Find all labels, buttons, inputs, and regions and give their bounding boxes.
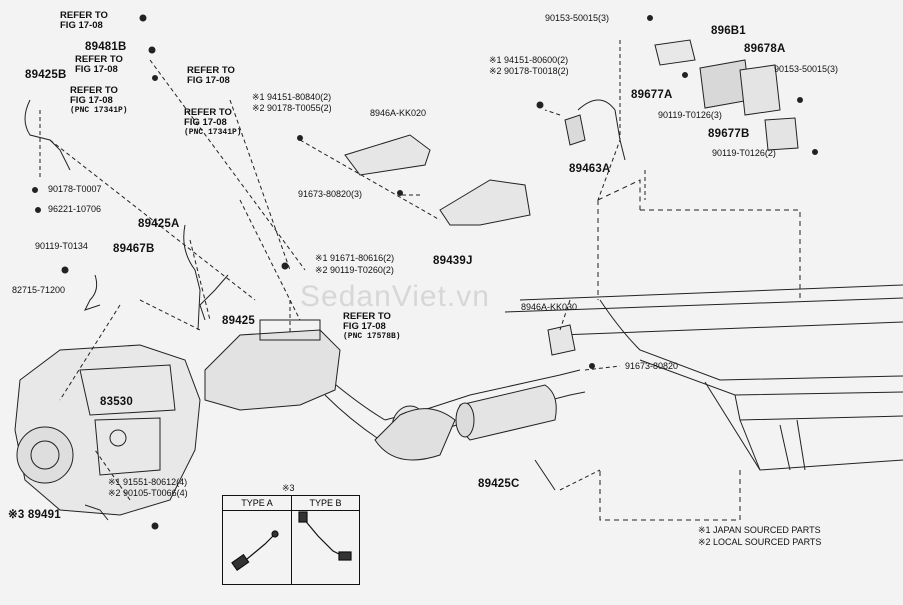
type-table-title: ※3 xyxy=(282,483,295,493)
part-label-90105-T0066: ※2 90105-T0066(4) xyxy=(108,488,188,498)
part-label-90153-50015-3-right: 90153-50015(3) xyxy=(774,64,839,74)
refer-fig: FIG 17-08 xyxy=(187,75,230,86)
part-label-91673-80820: 91673-80820 xyxy=(625,361,679,371)
part-label-89677B: 89677B xyxy=(708,128,750,140)
part-label-91673-80820-3: 91673-80820(3) xyxy=(298,189,363,199)
note-marker-3: ※3 xyxy=(8,509,25,521)
refer-fig: FIG 17-08 xyxy=(184,117,227,128)
refer-text: REFER TO xyxy=(343,311,391,322)
part-label-89481B: 89481B xyxy=(85,41,127,53)
part-label-8946A-KK030: 8946A-KK030 xyxy=(521,302,578,312)
part-label-94151-80840: ※1 94151-80840(2) xyxy=(252,92,332,102)
part-label-90119-T0134: 90119-T0134 xyxy=(35,241,88,251)
part-label-90153-50015-3-top: 90153-50015(3) xyxy=(545,13,610,23)
note-japan-sourced: ※1 JAPAN SOURCED PARTS xyxy=(698,525,821,535)
type-a-header: TYPE A xyxy=(223,496,291,511)
part-label-89467B: 89467B xyxy=(113,243,155,255)
refer-text: REFER TO xyxy=(75,54,123,65)
note-local-sourced: ※2 LOCAL SOURCED PARTS xyxy=(698,537,822,547)
part-label-89677A: 89677A xyxy=(631,89,673,101)
part-label-89463A: 89463A xyxy=(569,163,611,175)
part-label-89491: ※3 89491 xyxy=(8,509,61,521)
part-label-90119-T0260: ※2 90119-T0260(2) xyxy=(315,265,394,275)
refer-text: REFER TO xyxy=(70,85,118,96)
type-table-divider xyxy=(291,496,292,584)
part-label-91671-80616: ※1 91671-80616(2) xyxy=(315,253,395,263)
refer-pnc: (PNC 17341P) xyxy=(70,106,128,115)
part-label-89425: 89425 xyxy=(222,315,255,327)
part-label-89425B: 89425B xyxy=(25,69,67,81)
refer-fig: FIG 17-08 xyxy=(75,64,118,75)
part-label-91551-80612: ※1 91551-80612(4) xyxy=(108,477,188,487)
part-label-94151-80600: ※1 94151-80600(2) xyxy=(489,55,569,65)
refer-fig: FIG 17-08 xyxy=(70,95,113,106)
part-label-89439J: 89439J xyxy=(433,255,473,267)
part-label-90119-T0126-2: 90119-T0126(2) xyxy=(712,148,776,158)
part-label-89425C: 89425C xyxy=(478,478,520,490)
refer-fig: FIG 17-08 xyxy=(343,321,386,332)
refer-text: REFER TO xyxy=(184,107,232,118)
part-label-8946A-KK020: 8946A-KK020 xyxy=(370,108,427,118)
part-number-89491: 89491 xyxy=(27,509,61,521)
sensor-type-illustrations xyxy=(231,511,352,571)
part-label-82715-71200: 82715-71200 xyxy=(12,285,66,295)
part-label-90178-T0018: ※2 90178-T0018(2) xyxy=(489,66,569,76)
part-label-90178-T0007: 90178-T0007 xyxy=(48,184,102,194)
watermark: SedanViet.vn xyxy=(300,280,490,313)
part-label-896B1: 896B1 xyxy=(711,25,746,37)
part-label-89425A: 89425A xyxy=(138,218,180,230)
refer-pnc: (PNC 17578B) xyxy=(343,332,401,341)
part-label-83530: 83530 xyxy=(100,396,133,408)
type-b-header: TYPE B xyxy=(292,496,359,511)
part-label-89678A: 89678A xyxy=(744,43,786,55)
refer-text: REFER TO xyxy=(187,65,235,76)
part-label-90119-T0126-3: 90119-T0126(3) xyxy=(658,110,722,120)
part-label-96221-10706: 96221-10706 xyxy=(48,204,102,214)
refer-pnc: (PNC 17341P) xyxy=(184,128,242,137)
type-table: TYPE A TYPE B xyxy=(222,495,360,585)
part-label-90178-T0055: ※2 90178-T0055(2) xyxy=(252,103,332,113)
refer-fig: FIG 17-08 xyxy=(60,20,103,31)
refer-text: REFER TO xyxy=(60,10,108,21)
